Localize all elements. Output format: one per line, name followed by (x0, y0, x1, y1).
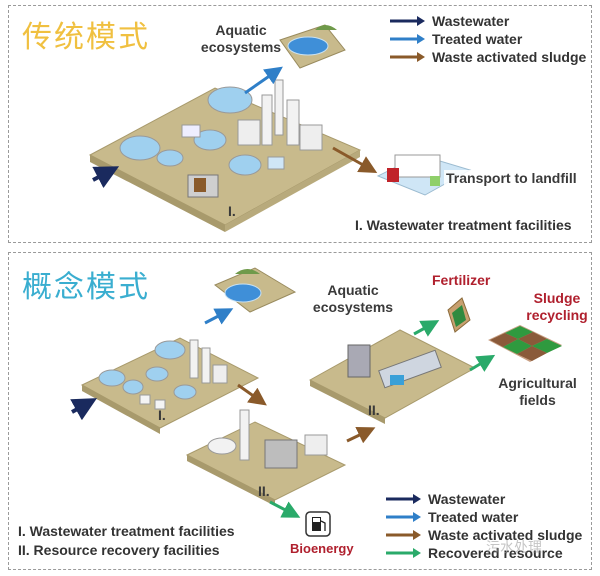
watermark: 污水处理 (486, 539, 542, 555)
aquatic-label-line1: Aquatic (327, 282, 379, 298)
legend-label: Recovered resource (428, 545, 563, 561)
bioenergy-label: Bioenergy (290, 541, 354, 556)
fuel-pump-icon (305, 511, 331, 537)
footnote-wwtp-top: I. Wastewater treatment facilities (355, 217, 572, 233)
digester-towers-top (237, 79, 323, 151)
treated-water-arrow-bottom (204, 308, 234, 325)
facility-marker-i-top: I. (228, 203, 236, 219)
legend-label: Wastewater (428, 491, 506, 507)
arrow-green-icon (386, 548, 421, 558)
legend-label: Wastewater (432, 13, 510, 29)
wastewater-inflow-arrow-top (92, 166, 120, 189)
aquatic-label-line1: Aquatic (215, 22, 267, 38)
legend-label: Treated water (428, 509, 519, 525)
bioenergy-arrow (269, 500, 301, 518)
sludge-recycling-line2: recycling (526, 307, 588, 323)
legend-item-sludge: Waste activated sludge (384, 526, 582, 544)
agricultural-field-grid (488, 325, 562, 362)
aquatic-label-line2: ecosystems (312, 299, 394, 315)
aquatic-ecosystem-bottom (214, 267, 297, 313)
arrow-brown-icon (386, 530, 421, 540)
aquatic-ecosystems-label-top: Aquatic ecosystems (196, 22, 286, 56)
legend-item-wastewater: Wastewater (384, 490, 582, 508)
traditional-mode-title: 传统模式 (22, 20, 150, 55)
wastewater-inflow-arrow-bottom (70, 398, 97, 421)
legend-item-treated-water: Treated water (384, 508, 582, 526)
facility-marker-ii-b: II. (368, 402, 380, 418)
legend-item-treated-water: Treated water (388, 30, 586, 48)
arrow-blue-icon (386, 512, 421, 522)
legend-bottom: Wastewater Treated water Waste activated… (384, 490, 582, 562)
resource-recovery-platform-b (308, 329, 477, 424)
sludge-recycling-line1: Sludge (533, 290, 581, 306)
legend-label: Treated water (432, 31, 523, 47)
field-arrow (469, 354, 496, 372)
agri-line1: Agricultural (498, 375, 577, 391)
footnotes-bottom: I. Wastewater treatment facilities II. R… (18, 522, 235, 560)
agricultural-fields-label: Agricultural fields (490, 375, 585, 409)
fertilizer-bag-icon (447, 297, 471, 333)
legend-item-recovered-resource: Recovered resource (384, 544, 582, 562)
facility-marker-i-bottom: I. (158, 407, 166, 423)
treated-water-arrow-top (244, 66, 283, 95)
aquatic-ecosystem-top (279, 24, 346, 69)
sludge-recycling-label: Sludge recycling (522, 290, 592, 324)
screening-unit-top (187, 174, 219, 198)
legend-label: Waste activated sludge (432, 49, 587, 65)
footnote-resource-recovery: II. Resource recovery facilities (18, 542, 220, 558)
legend-top: Wastewater Treated water Waste activated… (388, 12, 586, 66)
resource-recovery-platform-a (185, 409, 347, 506)
conceptual-mode-panel (8, 252, 592, 570)
fertilizer-label: Fertilizer (432, 272, 491, 288)
sludge-arrow-to-recovery (237, 383, 267, 406)
fertilizer-arrow (413, 320, 440, 337)
transport-to-landfill-label: Transport to landfill (444, 170, 579, 187)
footnote-wwtp-bottom: I. Wastewater treatment facilities (18, 523, 235, 539)
legend-item-wastewater: Wastewater (388, 12, 586, 30)
aquatic-ecosystems-label-bottom: Aquatic ecosystems (308, 282, 398, 316)
arrow-navy-icon (390, 16, 425, 26)
arrow-navy-icon (386, 494, 421, 504)
legend-label: Waste activated sludge (428, 527, 583, 543)
conceptual-mode-title: 概念模式 (22, 270, 150, 305)
aquatic-label-line2: ecosystems (200, 39, 282, 55)
agri-line2: fields (519, 392, 556, 408)
traditional-mode-panel (8, 5, 592, 243)
legend-item-sludge: Waste activated sludge (388, 48, 586, 66)
wwtp-platform-bottom (80, 337, 260, 434)
clarifier-tanks-top (119, 86, 285, 176)
sludge-arrow-top (332, 146, 378, 173)
arrow-blue-icon (390, 34, 425, 44)
sludge-arrow-between-recovery (346, 427, 376, 444)
facility-marker-ii-a: II. (258, 483, 270, 499)
arrow-brown-icon (390, 52, 425, 62)
